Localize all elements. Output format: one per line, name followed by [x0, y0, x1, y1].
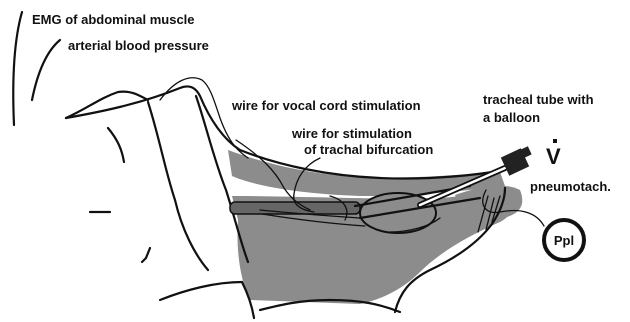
ppl-label: Ppl [554, 233, 574, 248]
emg-label: EMG of abdominal muscle [32, 12, 195, 27]
tracheal-tube-label-2: a balloon [483, 110, 540, 125]
bifurcation-wire-label-1: wire for stimulation [291, 126, 412, 141]
pneumotach-label: pneumotach. [530, 179, 611, 194]
tracheal-tube-label-1: tracheal tube with [483, 92, 594, 107]
bifurcation-wire-label-2: of trachal bifurcation [304, 142, 433, 157]
abp-label: arterial blood pressure [68, 38, 209, 53]
pleural-pressure-line: Ppl [478, 190, 584, 260]
flow-dot [553, 139, 557, 143]
flow-symbol: V [546, 144, 561, 169]
bifurcation-electrode [230, 202, 360, 214]
vocal-wire-label: wire for vocal cord stimulation [231, 98, 421, 113]
